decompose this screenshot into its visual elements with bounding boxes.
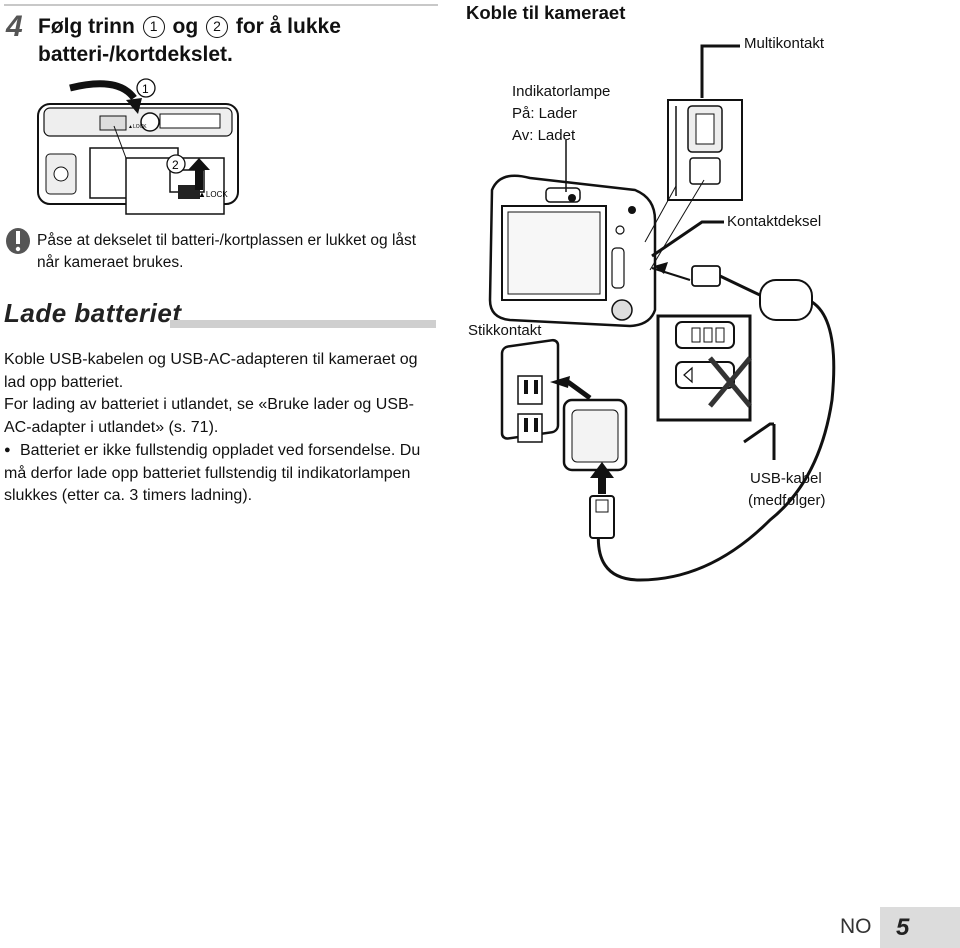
step-text-part-c: for å lukke [235, 15, 341, 38]
label-stikkontakt: Stikkontakt [468, 322, 542, 339]
lock-label-small: ▲LOCK [128, 124, 147, 130]
label-multikontakt: Multikontakt [744, 35, 825, 52]
label-indicator-off: Av: Ladet [512, 127, 576, 144]
step-number: 4 [6, 10, 23, 43]
step-text-line2: batteri-/kortdekslet. [38, 43, 233, 66]
label-indicator-on: På: Lader [512, 105, 578, 122]
battery-cover-illustration: ▲LOCK ▲LOCK 1 2 [37, 78, 239, 215]
bullet-text: Batteriet er ikke fullstendig oppladet v… [4, 442, 421, 504]
section-title-bar [170, 320, 436, 328]
label-usb-kabel-included: (medfølger) [748, 492, 826, 509]
step-circle-1: 1 [142, 16, 165, 38]
section-title: Lade batteriet [4, 298, 182, 328]
footer-language: NO [840, 915, 872, 938]
step-text-part-b: og [172, 15, 199, 38]
lock-label-large: ▲LOCK [198, 190, 228, 199]
callout-2: 2 [172, 158, 179, 172]
label-indikatorlampe: Indikatorlampe [512, 83, 611, 100]
label-kontaktdeksel: Kontaktdeksel [727, 213, 822, 230]
caution-text: Påse at dekselet til batteri-/kortplasse… [37, 232, 417, 271]
callout-1: 1 [142, 82, 149, 96]
page-number: 5 [880, 907, 960, 948]
caution-icon [6, 228, 30, 254]
diagram-title: Koble til kameraet [466, 2, 626, 23]
step-circle-2: 2 [206, 16, 228, 38]
step-instruction: Følg trinn 1 og 2 for å lukke batteri-/k… [38, 13, 438, 69]
paragraph-connect: Koble USB-kabelen og USB-AC-adapteren ti… [4, 351, 418, 391]
step-rule [4, 4, 438, 6]
label-usb-kabel: USB-kabel [750, 470, 822, 487]
charging-instructions: Koble USB-kabelen og USB-AC-adapteren ti… [4, 349, 434, 508]
paragraph-abroad: For lading av batteriet i utlandet, se «… [4, 396, 414, 436]
bullet-not-charged: Batteriet er ikke fullstendig oppladet v… [4, 439, 434, 508]
connection-diagram [488, 44, 836, 582]
step-text-part-a: Følg trinn [38, 15, 135, 38]
